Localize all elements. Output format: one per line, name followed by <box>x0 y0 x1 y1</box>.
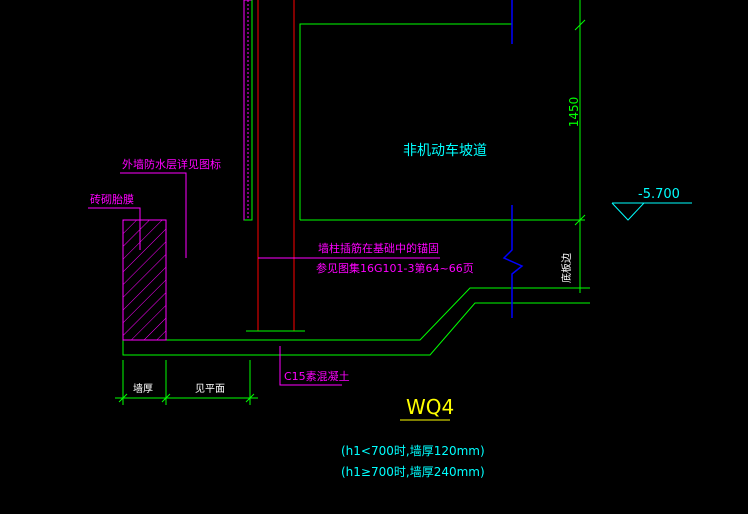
break-lines <box>502 0 524 318</box>
brick-formwork-label: 砖砌胎膜 <box>90 192 134 206</box>
concrete-outline <box>122 0 590 356</box>
elevation-label: -5.700 <box>638 187 680 202</box>
bottom-plate-label: 底板边 <box>560 253 573 283</box>
wall-thickness-label: 墙厚 <box>133 382 153 395</box>
wall-column <box>243 0 253 221</box>
concrete-label: C15素混凝土 <box>284 369 350 383</box>
ramp-label: 非机动车坡道 <box>403 142 487 159</box>
waterproof-leader <box>120 172 187 258</box>
brick-leader <box>88 207 141 250</box>
bottom-dimension <box>115 360 258 405</box>
dimension-label: 1450 <box>567 97 581 128</box>
anchorage-label-2: 参见图集16G101-3第64~66页 <box>316 261 474 275</box>
dimension-1450 <box>574 19 586 226</box>
waterproof-label: 外墙防水层详见图标 <box>122 157 221 171</box>
note-line-1: (h1<700时,墙厚120mm) <box>341 444 485 458</box>
elevation-marker <box>611 202 692 221</box>
note-line-2: (h1≥700时,墙厚240mm) <box>341 465 485 479</box>
width-label: 见平面 <box>195 383 225 395</box>
concrete-leader <box>279 346 342 386</box>
rebar-dowels <box>257 0 295 332</box>
brick-formwork-hatch <box>122 219 167 341</box>
anchorage-label-1: 墙柱插筋在基础中的锚固 <box>318 241 439 255</box>
detail-title: WQ4 <box>406 395 454 419</box>
